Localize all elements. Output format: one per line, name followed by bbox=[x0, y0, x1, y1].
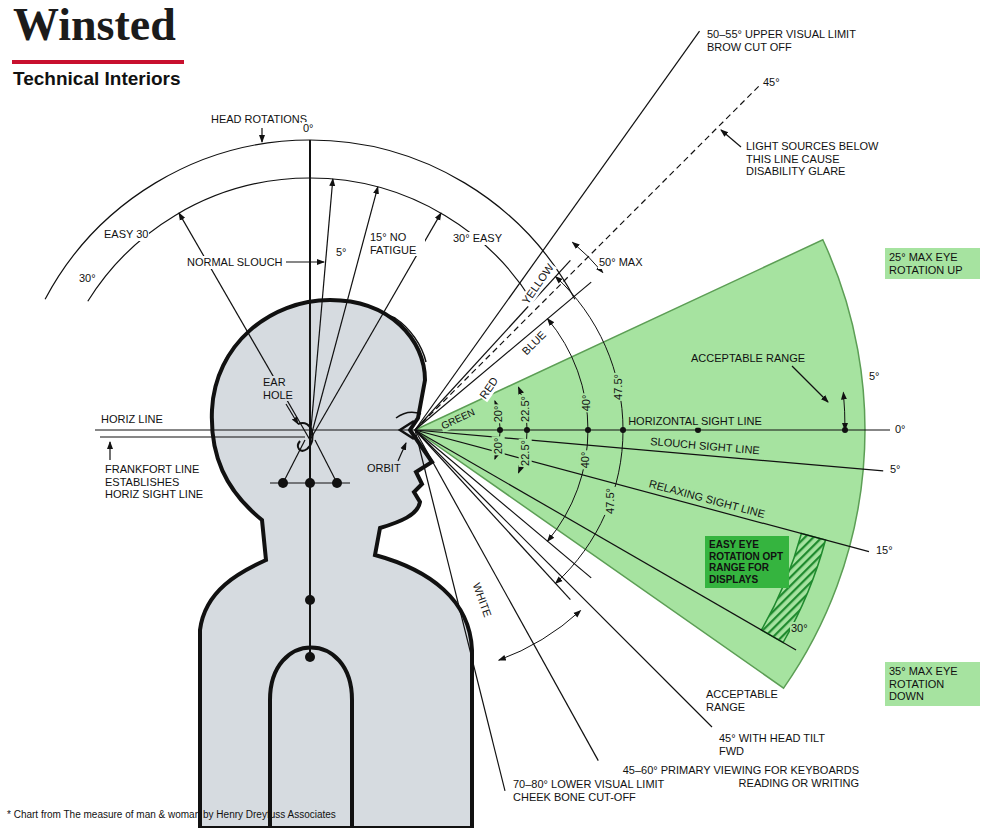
source-caption: * Chart from The measure of man & woman … bbox=[6, 809, 337, 821]
visual-field-arc bbox=[556, 277, 624, 584]
angle-label: 5° bbox=[335, 246, 348, 259]
diagram-label: 30° EASY bbox=[452, 232, 503, 245]
body-dots bbox=[278, 478, 342, 662]
leader-arrow bbox=[286, 404, 298, 424]
arm-outline bbox=[270, 648, 352, 828]
part-label: EAR HOLE bbox=[262, 376, 298, 401]
sight-line bbox=[415, 430, 883, 471]
brow bbox=[396, 412, 421, 418]
body-line bbox=[315, 440, 337, 483]
angle-label: 30° bbox=[790, 622, 809, 635]
sight-dot bbox=[524, 427, 530, 433]
angle-label: 40° bbox=[580, 394, 593, 413]
zone-name: WHITE bbox=[470, 580, 495, 620]
body-axis-line bbox=[309, 440, 311, 657]
logo-wordmark: Winsted bbox=[12, 2, 177, 48]
angle-label: 40° bbox=[579, 451, 592, 470]
visual-field-arc bbox=[499, 611, 581, 661]
sight-dot bbox=[695, 427, 701, 433]
limit-note: 45° WITH HEAD TILT FWD bbox=[718, 732, 848, 757]
sight-line bbox=[415, 430, 796, 650]
head-rotation-line bbox=[310, 187, 378, 440]
leader-arrow bbox=[109, 442, 110, 460]
leader-arrow bbox=[792, 366, 828, 402]
sight-line-label: HORIZONTAL SIGHT LINE bbox=[627, 415, 763, 428]
angle-label: 22.5° bbox=[518, 439, 531, 467]
head-rotation-line bbox=[310, 213, 441, 440]
glare-line bbox=[415, 85, 760, 430]
joint-dot bbox=[305, 652, 315, 662]
sight-line bbox=[415, 430, 598, 761]
sight-dot bbox=[620, 427, 626, 433]
joint-dot bbox=[305, 595, 315, 605]
angle-label: 20° bbox=[492, 404, 505, 423]
angle-label: 20° bbox=[492, 437, 505, 456]
angle-label: 15° bbox=[875, 544, 894, 557]
angle-label: 0° bbox=[894, 423, 907, 436]
leader-arrow bbox=[286, 261, 324, 262]
angle-label: 5° bbox=[889, 463, 902, 476]
part-label: ORBIT bbox=[366, 462, 402, 475]
logo-subtitle: Technical Interiors bbox=[12, 68, 182, 90]
limit-box: 25° MAX EYE ROTATION UP bbox=[885, 248, 980, 279]
range-label: ACCEPTABLE RANGE bbox=[690, 352, 806, 365]
angle-label: 30° bbox=[78, 272, 97, 285]
sight-line bbox=[415, 260, 570, 430]
sight-line bbox=[415, 430, 869, 552]
angle-label: 50° MAX bbox=[598, 256, 644, 269]
logo-bar bbox=[12, 60, 184, 64]
sight-line bbox=[415, 430, 505, 791]
box-text: EASY EYE ROTATION OPT RANGE FOR DISPLAYS bbox=[709, 539, 785, 585]
visual-field-arc bbox=[548, 319, 588, 541]
zone-name: BLUE bbox=[519, 328, 550, 359]
joint-dot bbox=[278, 478, 288, 488]
head-axis-line bbox=[309, 140, 311, 440]
optimum-range-box: EASY EYE ROTATION OPT RANGE FOR DISPLAYS bbox=[705, 536, 789, 588]
angle-label: 47.5° bbox=[604, 487, 617, 515]
angle-label: 22.5° bbox=[519, 395, 532, 423]
box-text: 25° MAX EYE ROTATION UP bbox=[889, 251, 976, 276]
sight-line bbox=[415, 31, 700, 430]
diagram-label: NORMAL SLOUCH bbox=[186, 256, 284, 269]
leader-arrow bbox=[261, 128, 262, 142]
sight-line bbox=[415, 430, 712, 727]
joint-dot bbox=[332, 478, 342, 488]
range-label: ACCEPTABLE RANGE bbox=[705, 688, 775, 713]
body-line bbox=[283, 440, 305, 483]
dimension-arc bbox=[843, 393, 845, 431]
angle-label: 45° bbox=[762, 76, 781, 89]
line-label: HORIZ LINE bbox=[100, 413, 164, 426]
sight-line bbox=[415, 282, 591, 430]
zone-name: YELLOW bbox=[519, 261, 557, 307]
head-rotation-line bbox=[179, 213, 310, 440]
limit-note: 70–80° LOWER VISUAL LIMIT CHEEK BONE CUT… bbox=[512, 778, 697, 803]
sight-dot bbox=[585, 427, 591, 433]
sight-line bbox=[415, 429, 890, 430]
sight-line bbox=[415, 430, 591, 578]
line-layer bbox=[45, 31, 890, 791]
diagram-label: 15° NO FATIGUE bbox=[369, 231, 425, 256]
diagram-label: EASY 30 bbox=[103, 228, 149, 241]
leader-arrow bbox=[721, 130, 741, 147]
leader-arrow bbox=[398, 443, 406, 461]
line-label: FRANKFORT LINE ESTABLISHES HORIZ SIGHT L… bbox=[104, 463, 209, 501]
box-text: 35° MAX EYE ROTATION DOWN bbox=[889, 665, 976, 703]
frankfort-line bbox=[100, 436, 305, 437]
axis-title: HEAD ROTATIONS bbox=[210, 113, 308, 126]
angle-label: 47.5° bbox=[612, 373, 625, 401]
limit-note: 50–55° UPPER VISUAL LIMIT BROW CUT OFF bbox=[706, 28, 886, 53]
angle-label: 0° bbox=[302, 122, 315, 135]
sight-dot bbox=[497, 427, 503, 433]
sight-line bbox=[415, 430, 570, 600]
joint-dot bbox=[305, 478, 315, 488]
head-rotation-line bbox=[310, 179, 333, 440]
head-body-silhouette bbox=[200, 300, 472, 828]
horizontal-line bbox=[95, 429, 415, 430]
angle-label: 5° bbox=[868, 370, 881, 383]
limit-box: 35° MAX EYE ROTATION DOWN bbox=[885, 662, 980, 706]
glare-note: LIGHT SOURCES BELOW THIS LINE CAUSE DISA… bbox=[745, 140, 885, 178]
